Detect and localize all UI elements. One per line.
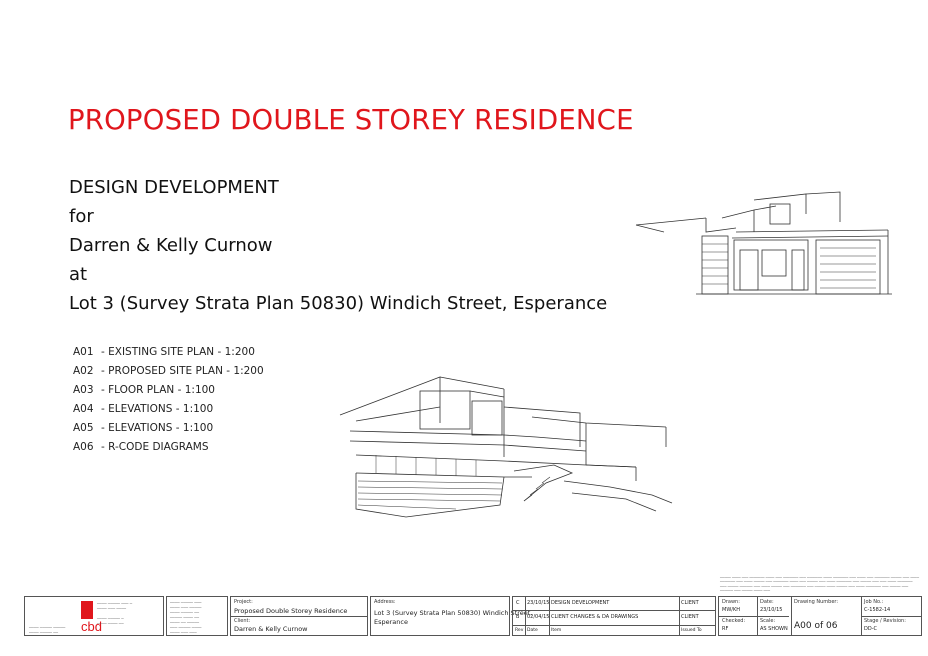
perspective-sketch bbox=[339, 376, 673, 518]
drawing-list-item: A03 - FLOOR PLAN - 1:100 bbox=[73, 381, 264, 400]
project-value: Proposed Double Storey Residence bbox=[234, 607, 348, 615]
address-label: Address: bbox=[374, 599, 396, 605]
revision-header-date: Date bbox=[527, 628, 538, 633]
drawing-description: - ELEVATIONS - 1:100 bbox=[101, 422, 214, 434]
drawing-info-block: Drawn: MW/KH Date: 23/10/15 Checked: RF … bbox=[718, 596, 922, 636]
revision-item: CLIENT CHANGES & DA DRAWINGS bbox=[551, 614, 639, 620]
logo-text: cbd bbox=[81, 619, 102, 634]
divider bbox=[513, 610, 715, 611]
drawing-list-item: A01 - EXISTING SITE PLAN - 1:200 bbox=[73, 343, 264, 362]
logo-tagline-lines: ──── ───── ───────── ───── ── bbox=[29, 625, 66, 635]
copyright-text-lines: ──── ───── ─────── ─── ───────── ───── ─… bbox=[170, 600, 202, 635]
revision-header-issued: Issued To bbox=[681, 628, 702, 633]
revision-item: DESIGN DEVELOPMENT bbox=[551, 600, 610, 606]
drawing-number-value: A00 of 06 bbox=[794, 621, 838, 631]
date-value: 23/10/15 bbox=[760, 607, 783, 613]
divider bbox=[719, 616, 789, 617]
drawn-value: MW/KH bbox=[722, 607, 740, 613]
stage-value: DD-C bbox=[864, 626, 877, 632]
intro-stage: DESIGN DEVELOPMENT bbox=[69, 177, 279, 198]
drawing-number: A05 bbox=[73, 422, 94, 434]
logo-block: cbd ──── ───── ─── ───── ─── ──────── ──… bbox=[24, 596, 164, 636]
divider bbox=[679, 597, 680, 635]
drawing-number: A01 bbox=[73, 346, 94, 358]
revision-header-item: Item bbox=[551, 628, 562, 633]
drawing-number: A06 bbox=[73, 441, 94, 453]
project-label: Project: bbox=[234, 599, 253, 605]
revision-rev: C bbox=[516, 600, 520, 606]
divider bbox=[549, 597, 550, 635]
revision-issued: CLIENT bbox=[681, 600, 699, 606]
drawing-list-item: A06 - R-CODE DIAGRAMS bbox=[73, 438, 264, 457]
revision-table: C 23/10/15 DESIGN DEVELOPMENT CLIENT B 0… bbox=[512, 596, 716, 636]
page-title: PROPOSED DOUBLE STOREY RESIDENCE bbox=[68, 104, 634, 136]
drawing-description: - PROPOSED SITE PLAN - 1:200 bbox=[101, 365, 264, 377]
revision-date: 02/04/15 bbox=[527, 614, 550, 620]
drawing-description: - ELEVATIONS - 1:100 bbox=[101, 403, 214, 415]
divider bbox=[791, 597, 792, 635]
intro-address: Lot 3 (Survey Strata Plan 50830) Windich… bbox=[69, 293, 608, 314]
revision-header-rev: Rev bbox=[515, 628, 524, 633]
drawing-number-label: Drawing Number: bbox=[794, 599, 839, 605]
address-line-2: Esperance bbox=[374, 618, 408, 626]
drawing-list-item: A02 - PROPOSED SITE PLAN - 1:200 bbox=[73, 362, 264, 381]
logo-contact-lines: ──── ───── ─── ───── ─── ──────── ───── … bbox=[97, 601, 133, 626]
intro-for: for bbox=[69, 206, 94, 227]
disclaimer-lines: ───── ──── ─── ─────── ──── ─── ─────── … bbox=[720, 576, 920, 594]
drawing-number: A04 bbox=[73, 403, 94, 415]
drawing-list: A01 - EXISTING SITE PLAN - 1:200 A02 - PRO… bbox=[73, 343, 264, 457]
revision-date: 23/10/15 bbox=[527, 600, 550, 606]
stage-label: Stage / Revision: bbox=[864, 618, 906, 624]
drawing-description: - R-CODE DIAGRAMS bbox=[101, 441, 209, 453]
intro-at: at bbox=[69, 264, 88, 285]
drawing-number: A03 bbox=[73, 384, 94, 396]
project-intro: DESIGN DEVELOPMENT for Darren & Kelly Cu… bbox=[69, 173, 607, 318]
drawing-number: A02 bbox=[73, 365, 94, 377]
job-value: C-1582-14 bbox=[864, 607, 891, 613]
divider bbox=[513, 625, 715, 626]
job-label: Job No.: bbox=[864, 599, 884, 605]
drawing-description: - FLOOR PLAN - 1:100 bbox=[101, 384, 215, 396]
intro-client: Darren & Kelly Curnow bbox=[69, 235, 273, 256]
revision-rev: B bbox=[516, 614, 520, 620]
address-block: Address: Lot 3 (Survey Strata Plan 50830… bbox=[370, 596, 532, 636]
drawn-label: Drawn: bbox=[722, 599, 740, 605]
drawing-list-item: A05 - ELEVATIONS - 1:100 bbox=[73, 419, 264, 438]
divider bbox=[861, 616, 921, 617]
date-label: Date: bbox=[760, 599, 774, 605]
checked-value: RF bbox=[722, 626, 729, 632]
project-block: Project: Proposed Double Storey Residenc… bbox=[230, 596, 368, 636]
address-line-1: Lot 3 (Survey Strata Plan 50830) Windich… bbox=[374, 609, 533, 617]
divider bbox=[231, 616, 367, 617]
scale-value: AS SHOWN bbox=[760, 626, 788, 632]
revision-issued: CLIENT bbox=[681, 614, 699, 620]
scale-label: Scale: bbox=[760, 618, 776, 624]
drawing-description: - EXISTING SITE PLAN - 1:200 bbox=[101, 346, 255, 358]
logo-mark bbox=[81, 601, 93, 619]
checked-label: Checked: bbox=[722, 618, 746, 624]
front-elevation-sketch bbox=[635, 191, 892, 295]
client-value: Darren & Kelly Curnow bbox=[234, 625, 308, 633]
copyright-disclaimer: ───── ──── ─── ─────── ──── ─── ─────── … bbox=[720, 576, 920, 594]
copyright-block: ──── ───── ─────── ─── ───────── ───── ─… bbox=[166, 596, 228, 636]
client-label: Client: bbox=[234, 618, 251, 624]
drawing-list-item: A04 - ELEVATIONS - 1:100 bbox=[73, 400, 264, 419]
divider bbox=[525, 597, 526, 635]
